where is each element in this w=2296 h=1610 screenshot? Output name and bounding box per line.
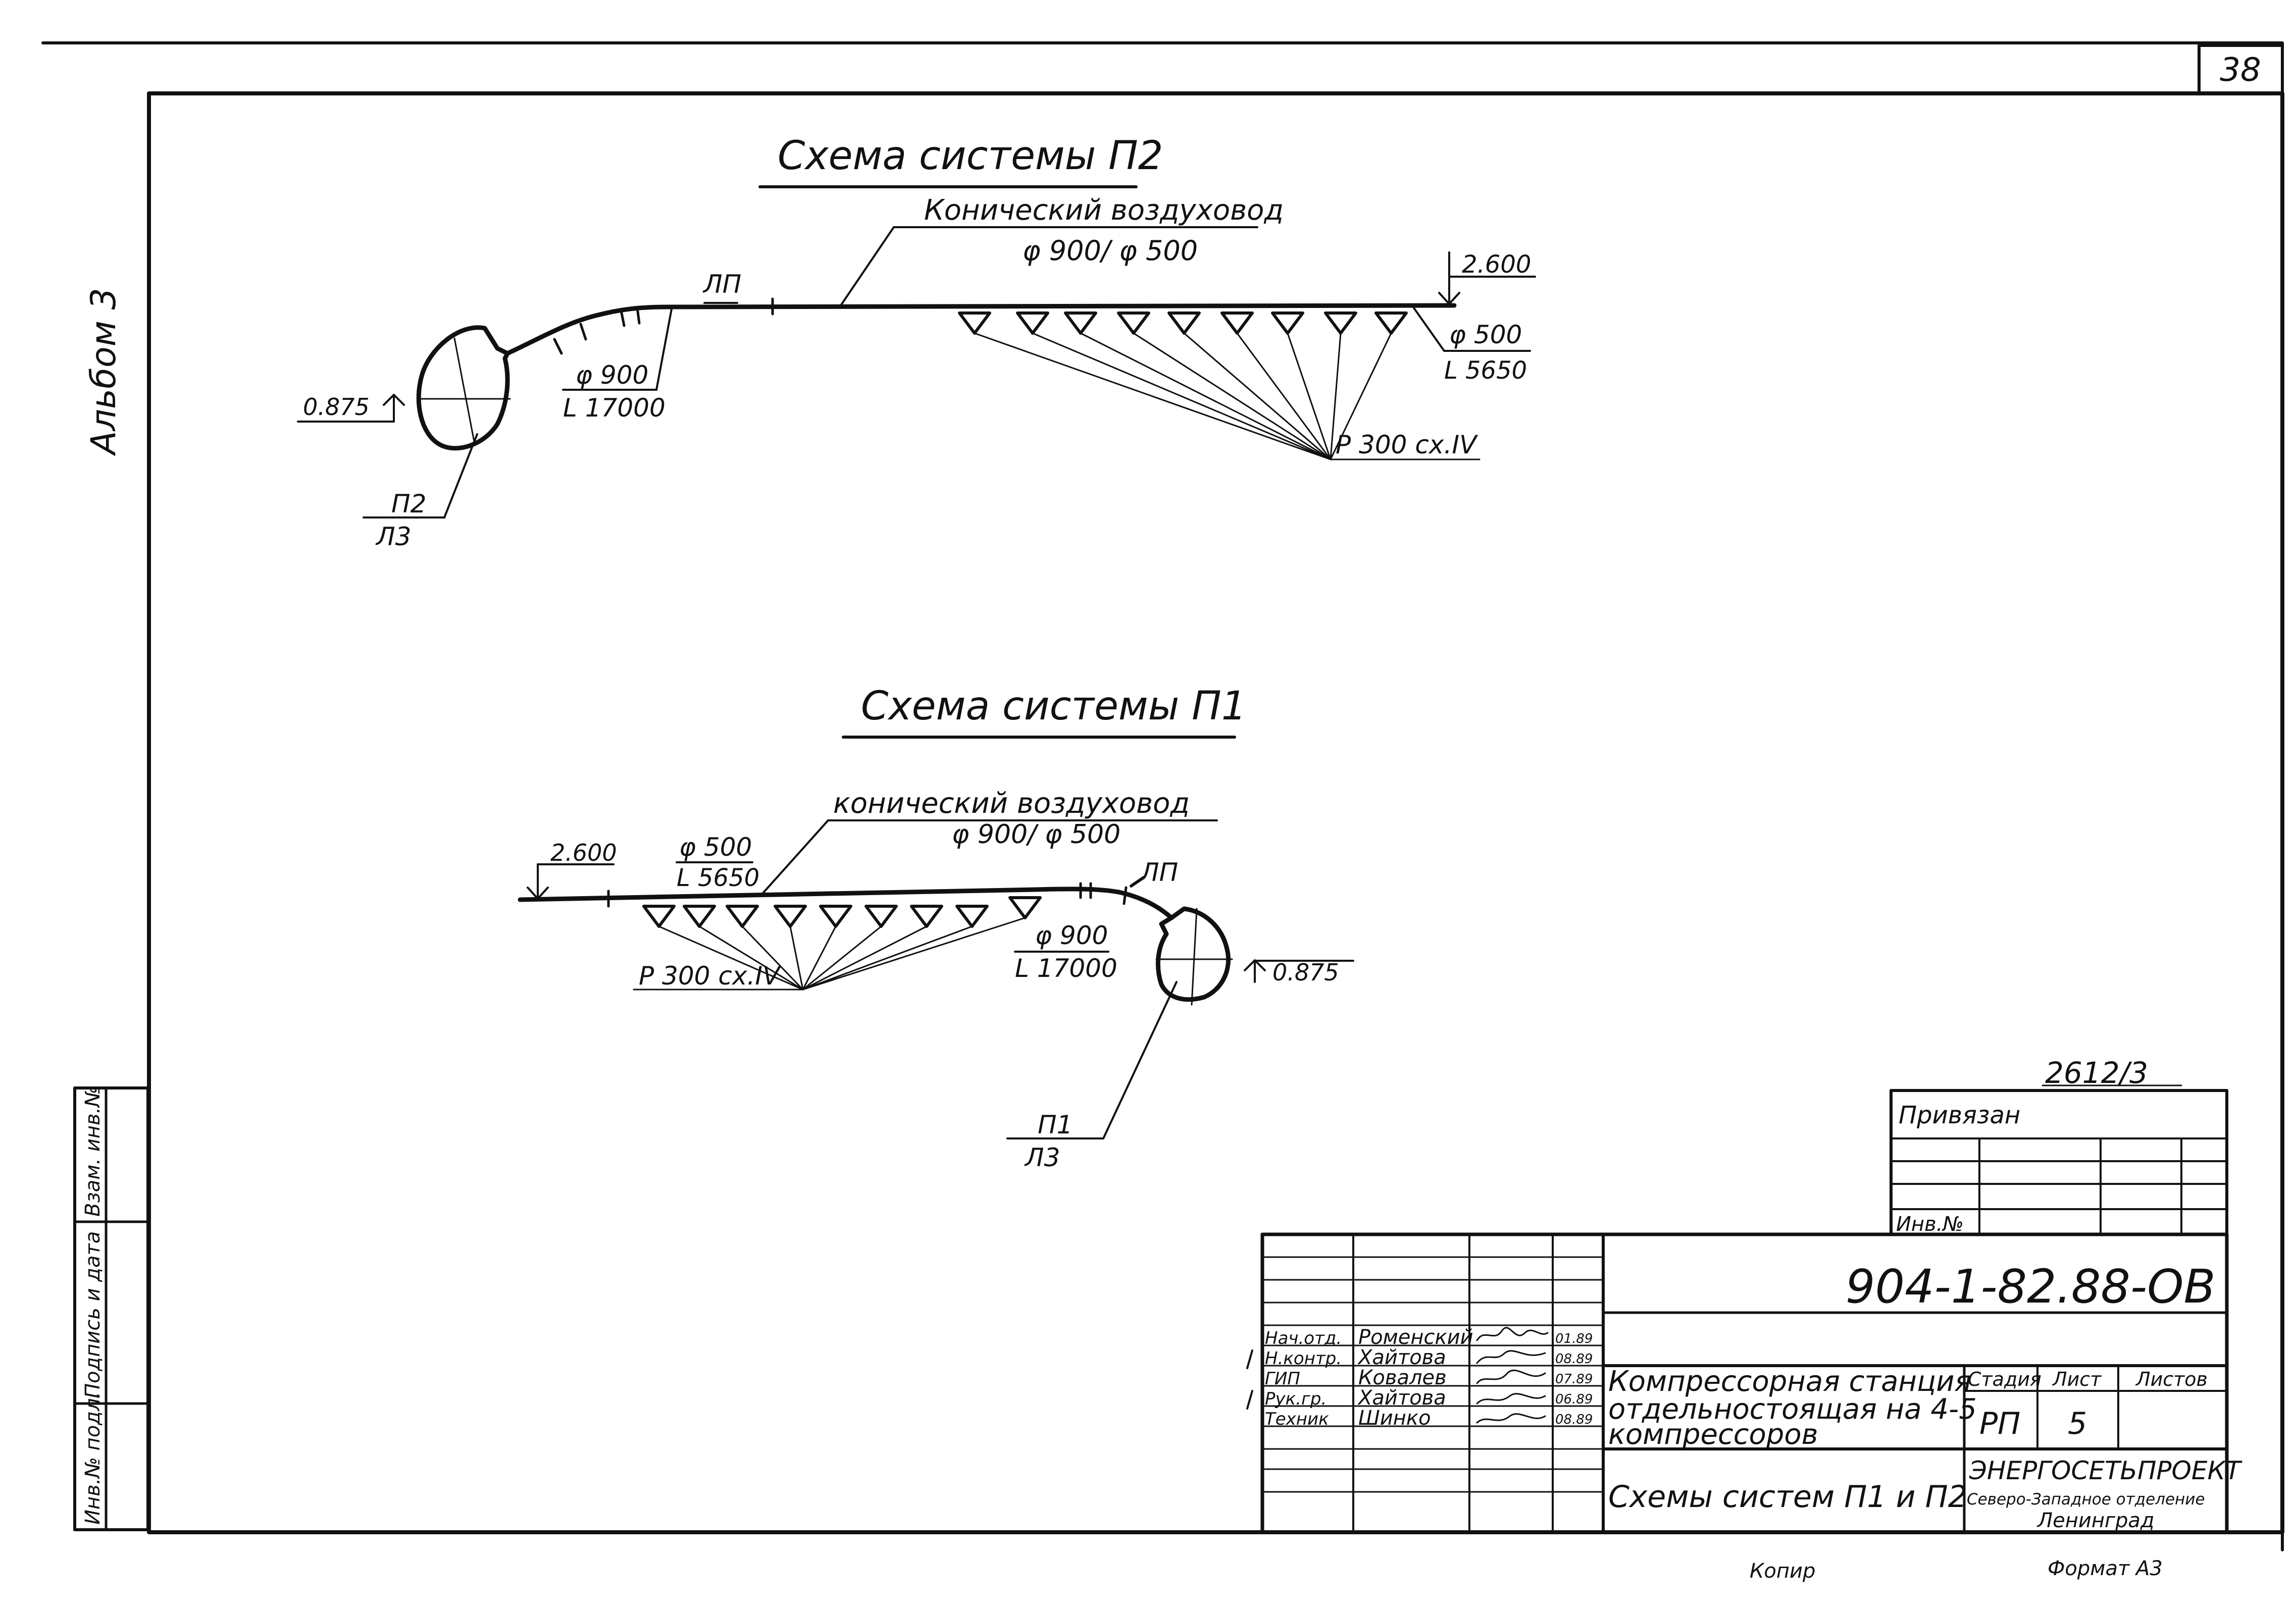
diffusers-p1 <box>642 896 1042 928</box>
name-4: Хайтова <box>1357 1386 1446 1410</box>
side-stamp: Инв.№ подл. Подпись и дата Взам. инв.№ <box>73 1086 149 1531</box>
elev-fan-p2: 0.875 <box>303 393 370 421</box>
role-2: Н.контр. <box>1265 1348 1342 1369</box>
page-number: 38 <box>2220 51 2261 89</box>
project-line-2: отдельностоящая на 4-5 <box>1608 1393 1977 1426</box>
side-stamp-col3: Взам. инв.№ <box>81 1086 105 1217</box>
project-line-1: Компрессорная станция <box>1608 1365 1971 1398</box>
diffuser-label-p2: Р 300 сх.IV <box>1336 430 1478 459</box>
sheet-frame: 38 <box>41 41 2284 1551</box>
elev-top-p1: 2.600 <box>550 839 617 866</box>
mid-len-p2: L 17000 <box>563 393 666 423</box>
stage-value: РП <box>1979 1406 2020 1441</box>
elev-top-p2: 2.600 <box>1462 250 1531 279</box>
end-len-p2: L 5650 <box>1444 356 1527 385</box>
date-5: 08.89 <box>1555 1412 1593 1427</box>
elev-fan-p1: 0.875 <box>1272 959 1339 986</box>
scheme-p1-title: Схема системы П1 <box>861 684 1246 729</box>
side-stamp-col1: Инв.№ подл. <box>81 1392 105 1525</box>
page-number-box <box>2198 44 2284 95</box>
mid-len-p1: L 17000 <box>1015 954 1117 983</box>
mid-dia-p2: φ 900 <box>576 360 648 390</box>
ref-number: 2612/3 <box>2045 1056 2148 1090</box>
name-5: Шинко <box>1358 1407 1431 1430</box>
diffuser-label-p1: Р 300 сх.IV <box>639 961 782 991</box>
album-label: Альбом 3 <box>84 288 124 456</box>
inv-no-label: Инв.№ <box>1896 1213 1964 1236</box>
sheet-value: 5 <box>2068 1406 2087 1441</box>
end-len-p1: L 5650 <box>677 864 759 892</box>
duct-label-p1: конический воздуховод <box>833 787 1190 820</box>
fan-sheet-p2: Л3 <box>375 522 411 551</box>
date-3: 07.89 <box>1555 1372 1593 1387</box>
scheme-p2-title: Схема системы П2 <box>778 133 1163 179</box>
fan-p2 <box>416 325 510 451</box>
mid-dia-p1: φ 900 <box>1035 921 1108 950</box>
side-stamp-col2: Подпись и дата <box>81 1231 105 1398</box>
date-4: 06.89 <box>1555 1392 1593 1407</box>
fan-p1 <box>1156 906 1231 1002</box>
signatures <box>1476 1327 1549 1424</box>
title-block: 2612/3 Привязан Инв.№ <box>1246 1056 2242 1534</box>
scheme-p2: Схема системы П2 Конический воздуховод φ… <box>297 133 1536 551</box>
duct-sizes-p2: φ 900/ φ 500 <box>1023 235 1198 267</box>
privyazan-label: Привязан <box>1899 1101 2020 1129</box>
sheet-title: Схемы систем П1 и П2 <box>1608 1479 1967 1515</box>
fan-sheet-p1: Л3 <box>1024 1143 1060 1172</box>
date-2: 08.89 <box>1555 1352 1593 1367</box>
name-2: Хайтова <box>1357 1346 1446 1369</box>
end-dia-p2: φ 500 <box>1449 320 1522 349</box>
name-3: Ковалев <box>1358 1366 1447 1389</box>
name-1: Роменский <box>1358 1326 1473 1349</box>
fan-name-p1: П1 <box>1038 1110 1073 1139</box>
end-dia-p1: φ 500 <box>679 833 752 862</box>
role-3: ГИП <box>1265 1369 1300 1389</box>
org-line-3: Ленинград <box>2036 1509 2155 1532</box>
doc-code: 904-1-82.88-ОВ <box>1846 1260 2216 1314</box>
role-4: Рук.гр. <box>1265 1389 1326 1409</box>
duct-label-p2: Конический воздуховод <box>924 194 1284 227</box>
sheet-label: Лист <box>2052 1368 2102 1390</box>
duct-sizes-p1: φ 900/ φ 500 <box>952 819 1120 850</box>
lp-label-p1: ЛП <box>1139 858 1178 887</box>
role-1: Нач.отд. <box>1265 1328 1342 1348</box>
stage-label: Стадия <box>1968 1368 2042 1390</box>
org-line-2: Северо-Западное отделение <box>1967 1490 2205 1509</box>
sheets-label: Листов <box>2135 1368 2208 1390</box>
footer-format: Формат А3 <box>2048 1557 2163 1580</box>
scheme-p1: Схема системы П1 конический воздуховод φ… <box>518 684 1354 1172</box>
diffusers-p2 <box>958 311 1408 335</box>
role-5: Техник <box>1265 1409 1329 1429</box>
lp-label-p2: ЛП <box>702 270 741 299</box>
project-line-3: компрессоров <box>1608 1418 1818 1451</box>
footer-copied: Копир <box>1750 1560 1815 1583</box>
fan-name-p2: П2 <box>391 489 426 518</box>
org-line-1: ЭНЕРГОСЕТЬПРОЕКТ <box>1969 1456 2242 1485</box>
date-1: 01.89 <box>1555 1331 1593 1346</box>
